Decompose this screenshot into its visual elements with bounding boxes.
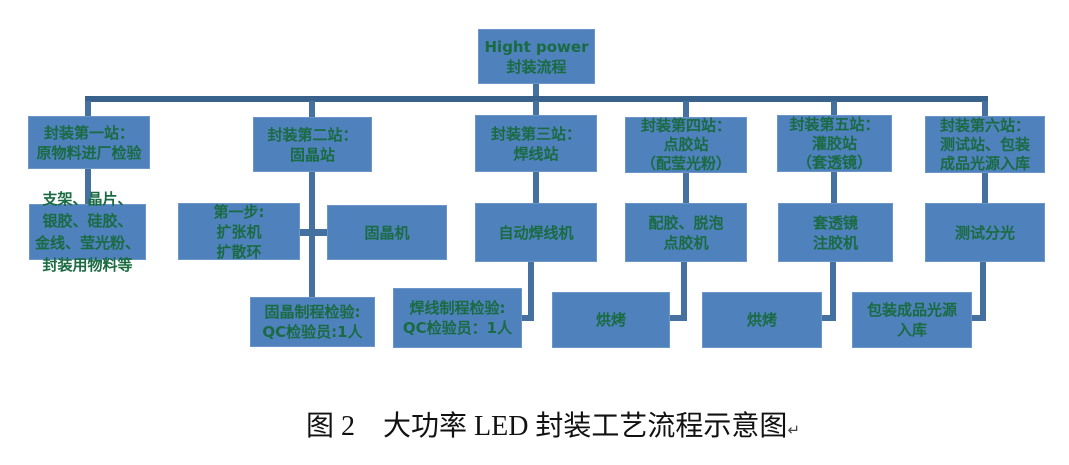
node-packing-label: 包装成品光源 入库 — [866, 301, 957, 339]
node-bake1-label: 烘烤 — [595, 311, 626, 329]
connector-stub-station1 — [85, 101, 91, 117]
connector-elbow2-horizontal — [669, 315, 687, 321]
node-materials-label: 支架、晶片、 银胶、硅胶、 金线、莹光粉、 封装用物料等 — [34, 190, 140, 274]
connector-stub-station6 — [982, 101, 988, 117]
connector-elbow3-horizontal — [821, 315, 836, 321]
node-test-sorter-label: 测试分光 — [954, 223, 1015, 242]
node-qc-die-bond-label: 固晶制程检验: QC检验员:1人 — [262, 303, 363, 341]
node-station4-label: 封装第四站： 点胶站 （配莹光粉） — [640, 116, 731, 173]
connector-elbow1-vertical — [528, 261, 534, 321]
node-glue-dispenser-label: 配胶、脱泡 点胶机 — [648, 213, 724, 252]
connector-elbow3-vertical — [830, 261, 836, 321]
node-lens-injector-label: 套透镜 注胶机 — [812, 213, 858, 252]
node-station3-label: 封装第三站： 焊线站 — [490, 124, 581, 163]
node-die-bonder: 固晶机 — [327, 205, 447, 260]
node-station3: 封装第三站： 焊线站 — [475, 115, 597, 172]
node-title-label: Hight power 封装流程 — [484, 37, 589, 76]
node-wire-bonder: 自动焊线机 — [475, 203, 597, 262]
connector-stub-station4 — [683, 101, 689, 118]
node-station2: 封装第二站： 固晶站 — [253, 117, 372, 172]
connector-station4-dispenser — [683, 172, 689, 204]
node-lens-injector: 套透镜 注胶机 — [778, 203, 893, 262]
node-station5: 封装第五站： 灌胶站 （套透镜） — [777, 115, 892, 172]
node-station4: 封装第四站： 点胶站 （配莹光粉） — [625, 117, 747, 173]
connector-elbow1-horizontal — [521, 315, 534, 321]
node-bake2-label: 烘烤 — [746, 311, 777, 329]
figure-caption-text: 图 2 大功率 LED 封装工艺流程示意图 — [306, 411, 788, 442]
node-glue-dispenser: 配胶、脱泡 点胶机 — [625, 203, 747, 262]
connector-main-horizontal — [85, 96, 988, 102]
connector-stub-station3 — [533, 101, 539, 116]
node-bake1: 烘烤 — [552, 292, 670, 348]
node-station6-label: 封装第六站： 测试站、包装 成品光源入库 — [939, 116, 1030, 172]
connector-crossbar-diebond — [299, 229, 328, 236]
paragraph-return-mark: ↵ — [787, 421, 801, 439]
node-qc-wire-bond-label: 焊线制程检验: QC检验员：1人 — [402, 299, 513, 337]
node-wire-bonder-label: 自动焊线机 — [498, 223, 574, 242]
connector-elbow4-vertical — [980, 261, 986, 321]
node-qc-die-bond: 固晶制程检验: QC检验员:1人 — [250, 297, 375, 347]
connector-stub-station2 — [309, 101, 315, 118]
node-station1-label: 封装第一站： 原物料进厂检验 — [36, 123, 142, 162]
node-packing: 包装成品光源 入库 — [852, 292, 972, 348]
node-expander-step: 第一步: 扩张机 扩散环 — [178, 203, 300, 261]
node-materials: 支架、晶片、 银胶、硅胶、 金线、莹光粉、 封装用物料等 — [29, 190, 146, 274]
node-qc-wire-bond: 焊线制程检验: QC检验员：1人 — [393, 288, 522, 348]
connector-station6-tester — [982, 172, 988, 204]
connector-station1-materials — [85, 168, 91, 205]
connector-stub-station5 — [831, 101, 837, 116]
node-expander-step-label: 第一步: 扩张机 扩散环 — [213, 202, 265, 261]
connector-station5-injector — [831, 171, 837, 204]
node-bake2: 烘烤 — [702, 292, 822, 348]
node-station1: 封装第一站： 原物料进厂检验 — [28, 116, 150, 169]
node-die-bonder-label: 固晶机 — [364, 223, 410, 242]
node-title: Hight power 封装流程 — [478, 29, 595, 84]
connector-elbow4-horizontal — [971, 315, 986, 321]
node-station5-label: 封装第五站： 灌胶站 （套透镜） — [789, 115, 880, 171]
node-station6: 封装第六站： 测试站、包装 成品光源入库 — [925, 116, 1045, 173]
connector-station3-wirebonder — [533, 171, 539, 204]
node-test-sorter: 测试分光 — [925, 203, 1045, 262]
connector-top-vertical — [533, 83, 539, 98]
connector-elbow2-vertical — [681, 261, 687, 321]
node-station2-label: 封装第二站： 固晶站 — [267, 125, 358, 164]
figure-caption: 图 2 大功率 LED 封装工艺流程示意图↵ — [306, 410, 800, 447]
